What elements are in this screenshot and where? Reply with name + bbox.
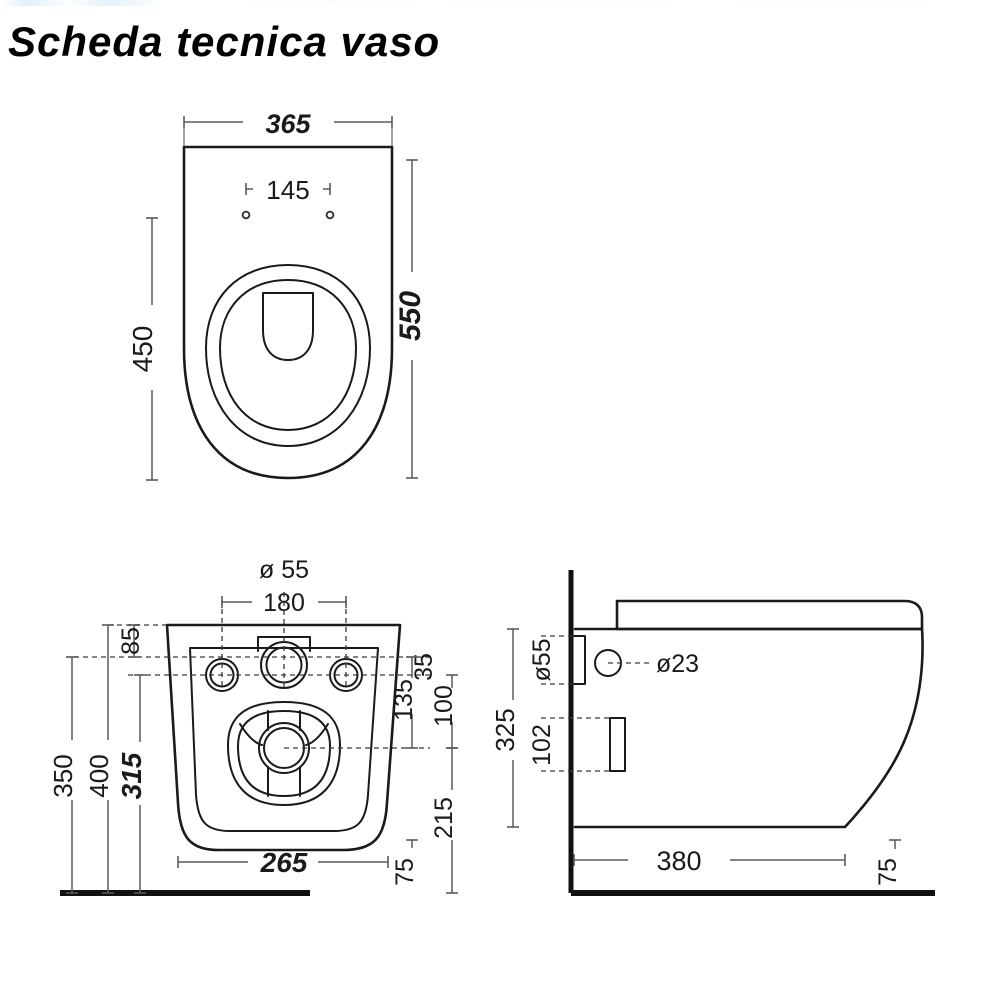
dim-102-label: 102 (528, 724, 556, 766)
rear-view-bowl-shoulder-left (239, 723, 263, 746)
dim-550-label: 550 (394, 291, 427, 341)
dim-400-group (102, 624, 114, 894)
rear-view-bowl-ring-outer (258, 722, 310, 774)
dim-325-label: 325 (490, 708, 520, 751)
dim-350-label: 350 (48, 754, 78, 797)
side-view-outlet-slot (570, 635, 586, 685)
dim-100-label: 100 (430, 685, 458, 727)
top-view-outline (182, 145, 394, 480)
dim-85-label: 85 (117, 627, 145, 655)
rear-view-group: ø 55 180 85 (48, 556, 458, 896)
dim-75-rear-group (406, 839, 418, 848)
top-view-outlet-shape (262, 292, 314, 361)
dim-o55-rear-label: ø 55 (259, 556, 309, 584)
dim-325-group (507, 628, 519, 828)
dim-o23-label: ø23 (656, 650, 699, 678)
dim-75-side-group (889, 839, 901, 849)
dim-145-label: 145 (266, 175, 309, 205)
rear-view-bowl-outline (227, 701, 341, 806)
rear-view-bowl-inner (237, 710, 331, 797)
rear-view-inner-panel (189, 647, 379, 832)
dim-550-group (406, 159, 418, 479)
dim-450-group (146, 217, 158, 481)
dim-265-group (177, 856, 389, 868)
dim-180-group (221, 596, 347, 608)
dim-75-rear-label: 75 (391, 858, 419, 886)
dim-380-label: 380 (656, 846, 701, 876)
side-view-body-profile (573, 627, 924, 829)
dim-365-label: 365 (265, 109, 311, 139)
top-view-seat-inner (219, 279, 357, 431)
dim-o55-side-label: ø55 (528, 638, 556, 681)
dim-180-label: 180 (263, 589, 305, 617)
dim-215-label: 215 (430, 797, 458, 839)
dim-135-group (406, 656, 418, 749)
rear-view-bowl-shoulder-right (305, 723, 329, 746)
dim-380-group (573, 854, 846, 866)
dim-85-group (108, 624, 170, 658)
dim-215-group (446, 747, 458, 894)
dim-400-label: 400 (84, 754, 114, 797)
dim-135-label: 135 (390, 679, 418, 721)
dim-265-label: 265 (260, 847, 308, 878)
dim-75-side-label: 75 (874, 858, 902, 886)
top-view-fixing-hole-right (325, 210, 335, 220)
page-header-artifact (0, 0, 1000, 6)
top-view-seat-outer (205, 264, 371, 447)
rear-view-outline (165, 623, 402, 852)
top-view-group: 365 145 (127, 109, 427, 481)
side-view-seat-lid (615, 599, 924, 631)
side-view-group: 325 ø55 102 ø23 380 75 (490, 570, 935, 896)
side-view-lower-slot (609, 717, 626, 772)
dim-315-label: 315 (116, 752, 147, 799)
dim-350-group (66, 656, 78, 894)
dim-450-label: 450 (127, 326, 158, 373)
page-title: Scheda tecnica vaso (8, 18, 441, 65)
dim-315-group (134, 674, 146, 894)
top-view-fixing-hole-left (241, 210, 251, 220)
dim-145-group (245, 183, 331, 195)
dim-365-group (183, 116, 393, 146)
